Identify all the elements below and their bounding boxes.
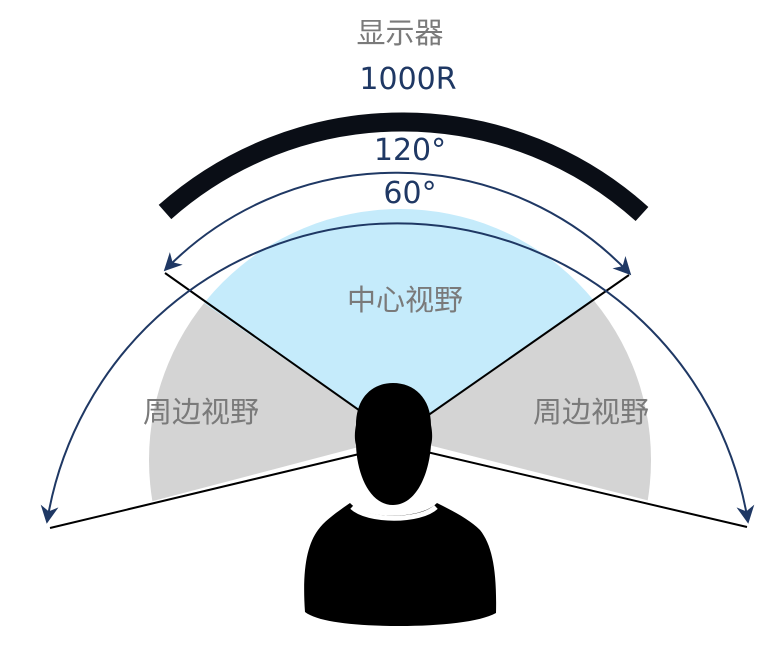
peripheral-right-zone [397,210,651,501]
peripheral-vision-right-label: 周边视野 [532,395,650,429]
person-icon [304,383,497,626]
outer-angle-label: 120° [373,133,447,168]
inner-angle-label: 60° [383,176,437,211]
central-vision-label: 中心视野 [346,283,464,317]
peripheral-vision-left-label: 周边视野 [142,395,260,429]
curvature-label: 1000R [359,62,457,97]
peripheral-left-zone [149,210,397,501]
inner-angle-arc [163,171,632,276]
central-boundary-right [396,274,630,438]
central-zone [149,209,651,437]
monitor-label: 显示器 [356,16,444,50]
outer-angle-arc [40,222,755,524]
curved-monitor [158,112,649,222]
